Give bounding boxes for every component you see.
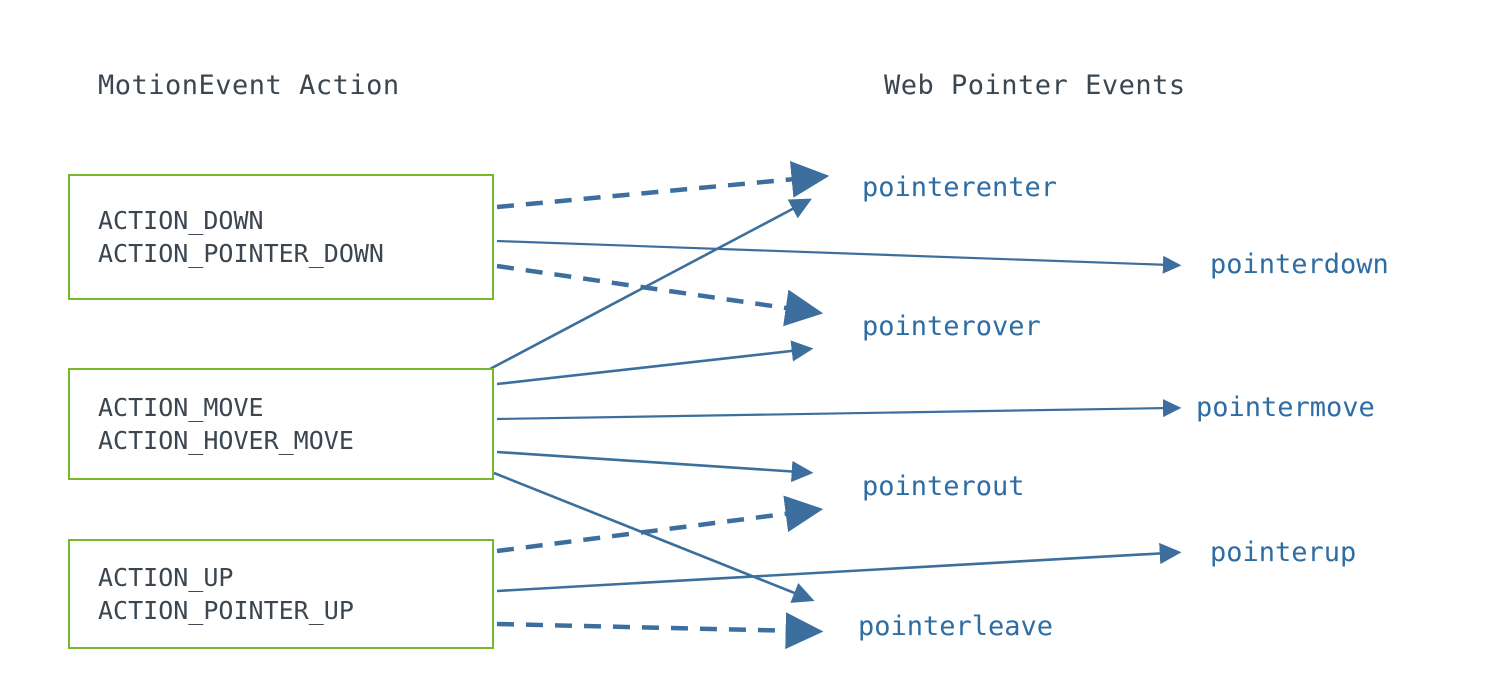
action-label-action-pointer-up: ACTION_POINTER_UP bbox=[98, 596, 354, 625]
connector-up-to-pointerleave bbox=[496, 612, 824, 650]
connector-move-to-pointerover bbox=[496, 340, 814, 386]
event-label-pointerout: pointerout bbox=[862, 471, 1025, 502]
connector-move-to-pointerout bbox=[496, 450, 814, 483]
event-label-pointermove: pointermove bbox=[1196, 392, 1375, 423]
connector-move-to-pointermove bbox=[496, 399, 1182, 421]
event-label-pointerleave: pointerleave bbox=[858, 611, 1054, 642]
connector-move-to-pointerleave bbox=[493, 471, 815, 603]
connector-down-to-pointerenter bbox=[496, 160, 830, 210]
connector-move-to-pointerenter bbox=[489, 198, 812, 371]
action-label-action-pointer-down: ACTION_POINTER_DOWN bbox=[98, 239, 384, 268]
action-box-up[interactable]: ACTION_UP ACTION_POINTER_UP bbox=[68, 539, 494, 649]
column-header-motionevent-action: MotionEvent Action bbox=[98, 70, 400, 101]
event-label-pointerover: pointerover bbox=[862, 311, 1041, 342]
event-label-pointerup: pointerup bbox=[1210, 537, 1357, 568]
column-header-web-pointer-events: Web Pointer Events bbox=[884, 70, 1186, 101]
action-box-down[interactable]: ACTION_DOWN ACTION_POINTER_DOWN bbox=[68, 174, 494, 300]
action-label-action-hover-move: ACTION_HOVER_MOVE bbox=[98, 426, 354, 455]
event-label-pointerdown: pointerdown bbox=[1210, 249, 1389, 280]
action-label-action-up: ACTION_UP bbox=[98, 562, 234, 592]
connector-up-to-pointerout bbox=[496, 495, 824, 554]
event-label-pointerenter: pointerenter bbox=[862, 172, 1058, 203]
connector-up-to-pointerup bbox=[496, 542, 1182, 593]
action-label-action-move: ACTION_MOVE bbox=[98, 392, 264, 422]
action-label-action-down: ACTION_DOWN bbox=[98, 205, 264, 235]
connector-down-to-pointerover bbox=[496, 263, 824, 327]
action-box-move[interactable]: ACTION_MOVE ACTION_HOVER_MOVE bbox=[68, 368, 494, 480]
connector-down-to-pointerdown bbox=[496, 239, 1182, 274]
